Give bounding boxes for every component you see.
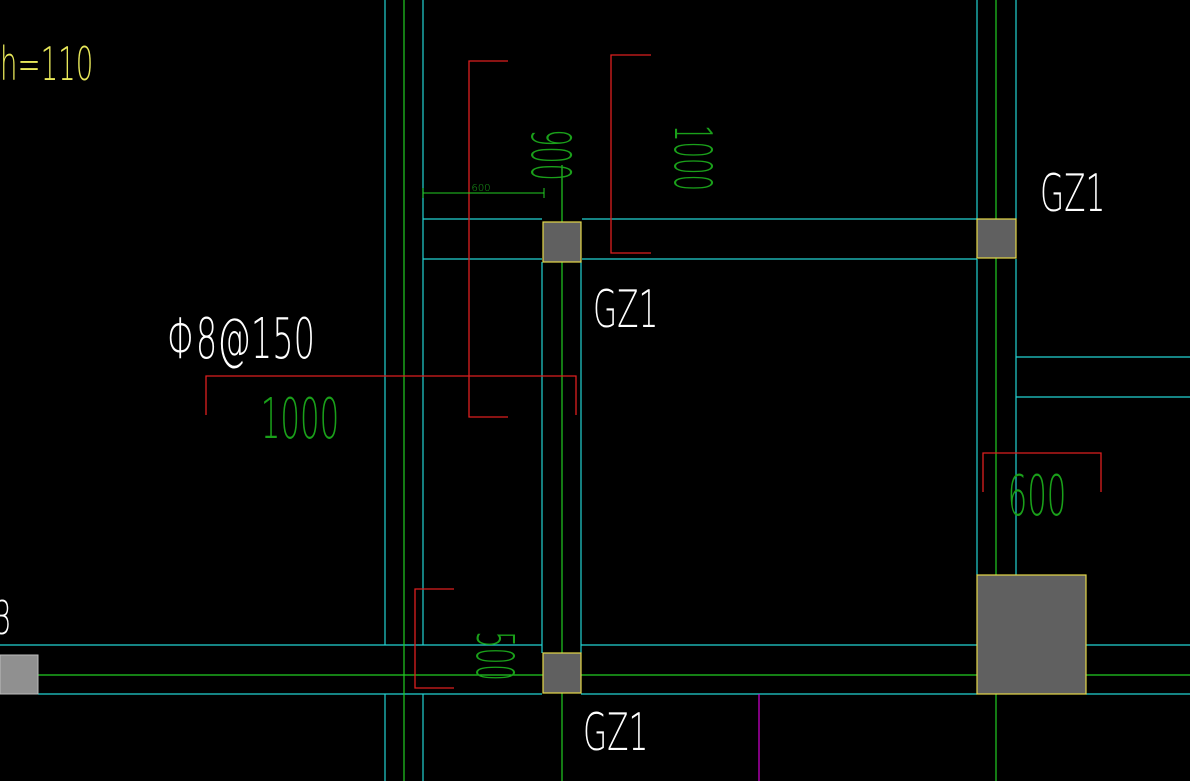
dimension-label-900: 900: [518, 129, 581, 181]
dimension-label-600: 600: [1008, 463, 1067, 529]
dimension-line-600: [422, 188, 545, 198]
dimension-label-small-600: 600: [471, 183, 490, 194]
dimension-label-500: 500: [464, 631, 525, 681]
slab-thickness-label: h=110: [0, 38, 93, 91]
bracket-1000-horizontal: [205, 375, 577, 415]
column-label-gz1-top-right: GZ1: [1040, 164, 1105, 225]
column-bottom-middle: [542, 652, 582, 694]
column-label-gz1-bottom: GZ1: [583, 703, 648, 764]
columns: [542, 218, 1087, 695]
dimension-brackets: [205, 54, 1102, 689]
bracket-600: [982, 452, 1102, 492]
column-label-gz1-top-middle: GZ1: [593, 280, 658, 341]
column-top-right: [976, 218, 1017, 259]
column-edge-left: [0, 654, 39, 695]
column-top-middle: [542, 221, 582, 263]
dimension-label-1000-vertical: 1000: [662, 125, 723, 191]
dimension-label-1000-horizontal: 1000: [261, 386, 339, 452]
column-bottom-right-large: [976, 574, 1087, 695]
rebar-spec-label: Φ8@150: [167, 306, 315, 371]
bracket-1000-vertical: [610, 54, 651, 254]
bracket-900: [468, 60, 508, 418]
bracket-500: [414, 588, 454, 689]
edge-digit-label: 3: [0, 592, 12, 645]
